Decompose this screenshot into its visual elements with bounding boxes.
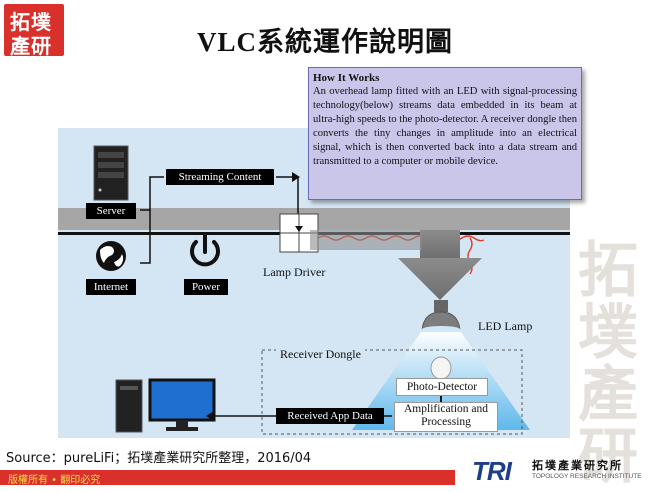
amplification-label: Amplification and Processing (394, 402, 498, 432)
how-it-works-box: How It Works An overhead lamp fitted wit… (308, 67, 582, 200)
led-lamp-icon (421, 300, 461, 334)
connection-lines (140, 176, 299, 264)
tri-brand: TRI (472, 456, 512, 486)
title-latin: VLC (196, 27, 257, 57)
receiver-dongle-label: Receiver Dongle (276, 347, 365, 362)
power-label: Power (184, 279, 228, 295)
logo-line-1: 拓墣 (10, 10, 52, 34)
receiver-dongle-boundary (261, 349, 523, 435)
institute-logo: 拓墣 產研 (4, 4, 64, 58)
tri-logo: TRI (472, 456, 512, 487)
globe-icon (96, 241, 126, 271)
down-arrow (310, 230, 482, 300)
source-citation: Source：pureLiFi；拓墣產業研究所整理，2016/04 (6, 451, 312, 466)
how-it-works-heading: How It Works (313, 72, 380, 84)
lamp-driver-label: Lamp Driver (263, 265, 326, 279)
computer-icon (115, 378, 216, 433)
copyright-text: 版權所有 • 翻印必究 (8, 475, 101, 486)
page-title: VLC系統運作說明圖 (0, 20, 650, 59)
how-it-works-body: An overhead lamp fitted with an LED with… (313, 86, 577, 167)
logo-line-2: 產研 (10, 34, 52, 58)
streaming-content-label: Streaming Content (166, 169, 274, 185)
data-line-arrow (206, 411, 214, 421)
photo-detector-label: Photo-Detector (396, 378, 488, 396)
tri-name: 拓墣產業研究所 (532, 459, 623, 472)
led-lamp-label: LED Lamp (478, 319, 533, 333)
received-app-data-label: Received App Data (276, 408, 384, 424)
power-icon (190, 233, 220, 267)
title-rest: 系統運作說明圖 (257, 27, 453, 58)
server-label: Server (86, 203, 136, 219)
tri-subtitle: TOPOLOGY RESEARCH INSTITUTE (532, 473, 642, 480)
watermark: 拓墣產研 (578, 236, 638, 492)
server-icon (93, 145, 129, 201)
streaming-arrow-head (292, 172, 300, 182)
internet-label: Internet (86, 279, 136, 295)
footer-bar (0, 470, 455, 485)
